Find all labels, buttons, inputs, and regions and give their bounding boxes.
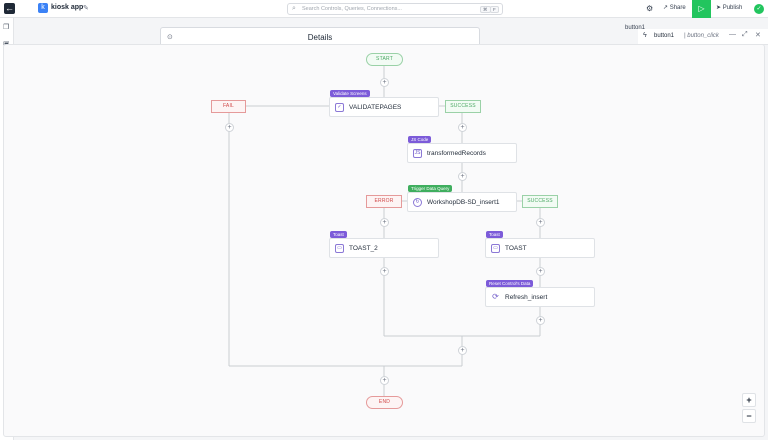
details-title: Details bbox=[307, 33, 333, 42]
add-step-button[interactable]: + bbox=[380, 267, 389, 276]
toast-icon: ▭ bbox=[491, 244, 500, 253]
search-box[interactable]: ⌕ ⌘ F bbox=[287, 3, 503, 15]
end-node: END bbox=[366, 396, 403, 409]
action-node-workshopdb-insert[interactable]: Trigger Data Query ↻ WorkshopDB-SD_inser… bbox=[407, 185, 517, 212]
flow-header: ϟ button1 | button_click — ⤢ ✕ bbox=[638, 29, 768, 45]
node-label: WorkshopDB-SD_insert1 bbox=[427, 199, 500, 206]
action-node-toast[interactable]: Toast ▭ TOAST bbox=[485, 231, 595, 258]
success-branch-label-2: SUCCESS bbox=[522, 195, 558, 208]
pages-icon[interactable]: ❐ bbox=[3, 24, 10, 31]
validate-icon: ✓ bbox=[335, 103, 344, 112]
toast-icon: ▭ bbox=[335, 244, 344, 253]
edit-pencil-icon[interactable]: ✎ bbox=[83, 5, 89, 12]
top-bar: ← k kiosk app ✎ ⌕ ⌘ F ⚙ ↗ Share ▷ ➤ Publ… bbox=[0, 0, 768, 18]
node-label: VALIDATEPAGES bbox=[349, 104, 402, 111]
shortcut-f-key: F bbox=[490, 6, 499, 13]
node-type-badge: Toast bbox=[486, 231, 503, 238]
action-node-transformedrecords[interactable]: JS Code JS transformedRecords bbox=[407, 136, 517, 163]
expand-icon[interactable]: ⤢ bbox=[742, 31, 748, 38]
status-check-icon: ✓ bbox=[754, 4, 764, 14]
node-label: TOAST_2 bbox=[349, 245, 378, 252]
close-icon[interactable]: ✕ bbox=[755, 32, 761, 39]
share-icon: ↗ bbox=[663, 5, 669, 11]
add-step-button[interactable]: + bbox=[536, 267, 545, 276]
publish-label: Publish bbox=[722, 5, 743, 11]
error-branch-label: ERROR bbox=[366, 195, 402, 208]
add-step-button[interactable]: + bbox=[536, 218, 545, 227]
add-step-button[interactable]: + bbox=[225, 123, 234, 132]
node-type-badge: Trigger Data Query bbox=[408, 185, 453, 192]
action-node-toast-2[interactable]: Toast ▭ TOAST_2 bbox=[329, 231, 439, 258]
add-step-button[interactable]: + bbox=[380, 218, 389, 227]
add-step-button[interactable]: + bbox=[458, 172, 467, 181]
preview-play-button[interactable]: ▷ bbox=[692, 0, 711, 18]
node-label: Refresh_insert bbox=[505, 294, 548, 301]
play-icon: ▷ bbox=[698, 4, 705, 13]
fail-branch-label: FAIL bbox=[211, 100, 246, 113]
properties-panel-label: button1 bbox=[625, 25, 646, 31]
send-icon: ➤ bbox=[716, 5, 722, 11]
add-step-button[interactable]: + bbox=[458, 123, 467, 132]
zoom-in-button[interactable]: + bbox=[742, 393, 756, 407]
node-type-badge: JS Code bbox=[408, 136, 432, 143]
node-type-badge: Toast bbox=[330, 231, 347, 238]
add-step-button[interactable]: + bbox=[380, 376, 389, 385]
node-label: TOAST bbox=[505, 245, 527, 252]
add-step-button[interactable]: + bbox=[380, 78, 389, 87]
info-icon: ⊙ bbox=[167, 34, 173, 41]
gear-icon[interactable]: ⚙ bbox=[646, 4, 654, 13]
minimize-icon[interactable]: — bbox=[729, 31, 736, 38]
action-node-validatepages[interactable]: Validate Screens ✓ VALIDATEPAGES bbox=[329, 90, 439, 117]
flow-event-name: | button_click bbox=[684, 33, 719, 39]
search-input[interactable] bbox=[302, 4, 472, 14]
action-node-refresh-insert[interactable]: Reset Control's Data ⟳ Refresh_insert bbox=[485, 280, 595, 307]
share-button[interactable]: ↗ Share bbox=[663, 4, 686, 11]
app-logo-icon: k bbox=[38, 3, 48, 13]
add-step-button[interactable]: + bbox=[536, 316, 545, 325]
app-name: kiosk app bbox=[51, 4, 84, 11]
search-icon: ⌕ bbox=[292, 5, 296, 12]
zoom-out-button[interactable]: − bbox=[742, 409, 756, 423]
node-type-badge: Reset Control's Data bbox=[486, 280, 534, 287]
back-icon[interactable]: ← bbox=[4, 3, 15, 14]
publish-button[interactable]: ➤ Publish bbox=[716, 4, 742, 11]
lightning-icon: ϟ bbox=[643, 32, 647, 39]
data-query-icon: ↻ bbox=[413, 198, 422, 207]
js-code-icon: JS bbox=[413, 149, 422, 158]
refresh-icon: ⟳ bbox=[492, 292, 499, 301]
add-step-button[interactable]: + bbox=[458, 346, 467, 355]
node-label: transformedRecords bbox=[427, 150, 486, 157]
node-type-badge: Validate Screens bbox=[330, 90, 370, 97]
success-branch-label: SUCCESS bbox=[445, 100, 481, 113]
start-node: START bbox=[366, 53, 403, 66]
flow-component-name: button1 bbox=[654, 33, 675, 39]
share-label: Share bbox=[669, 5, 686, 11]
